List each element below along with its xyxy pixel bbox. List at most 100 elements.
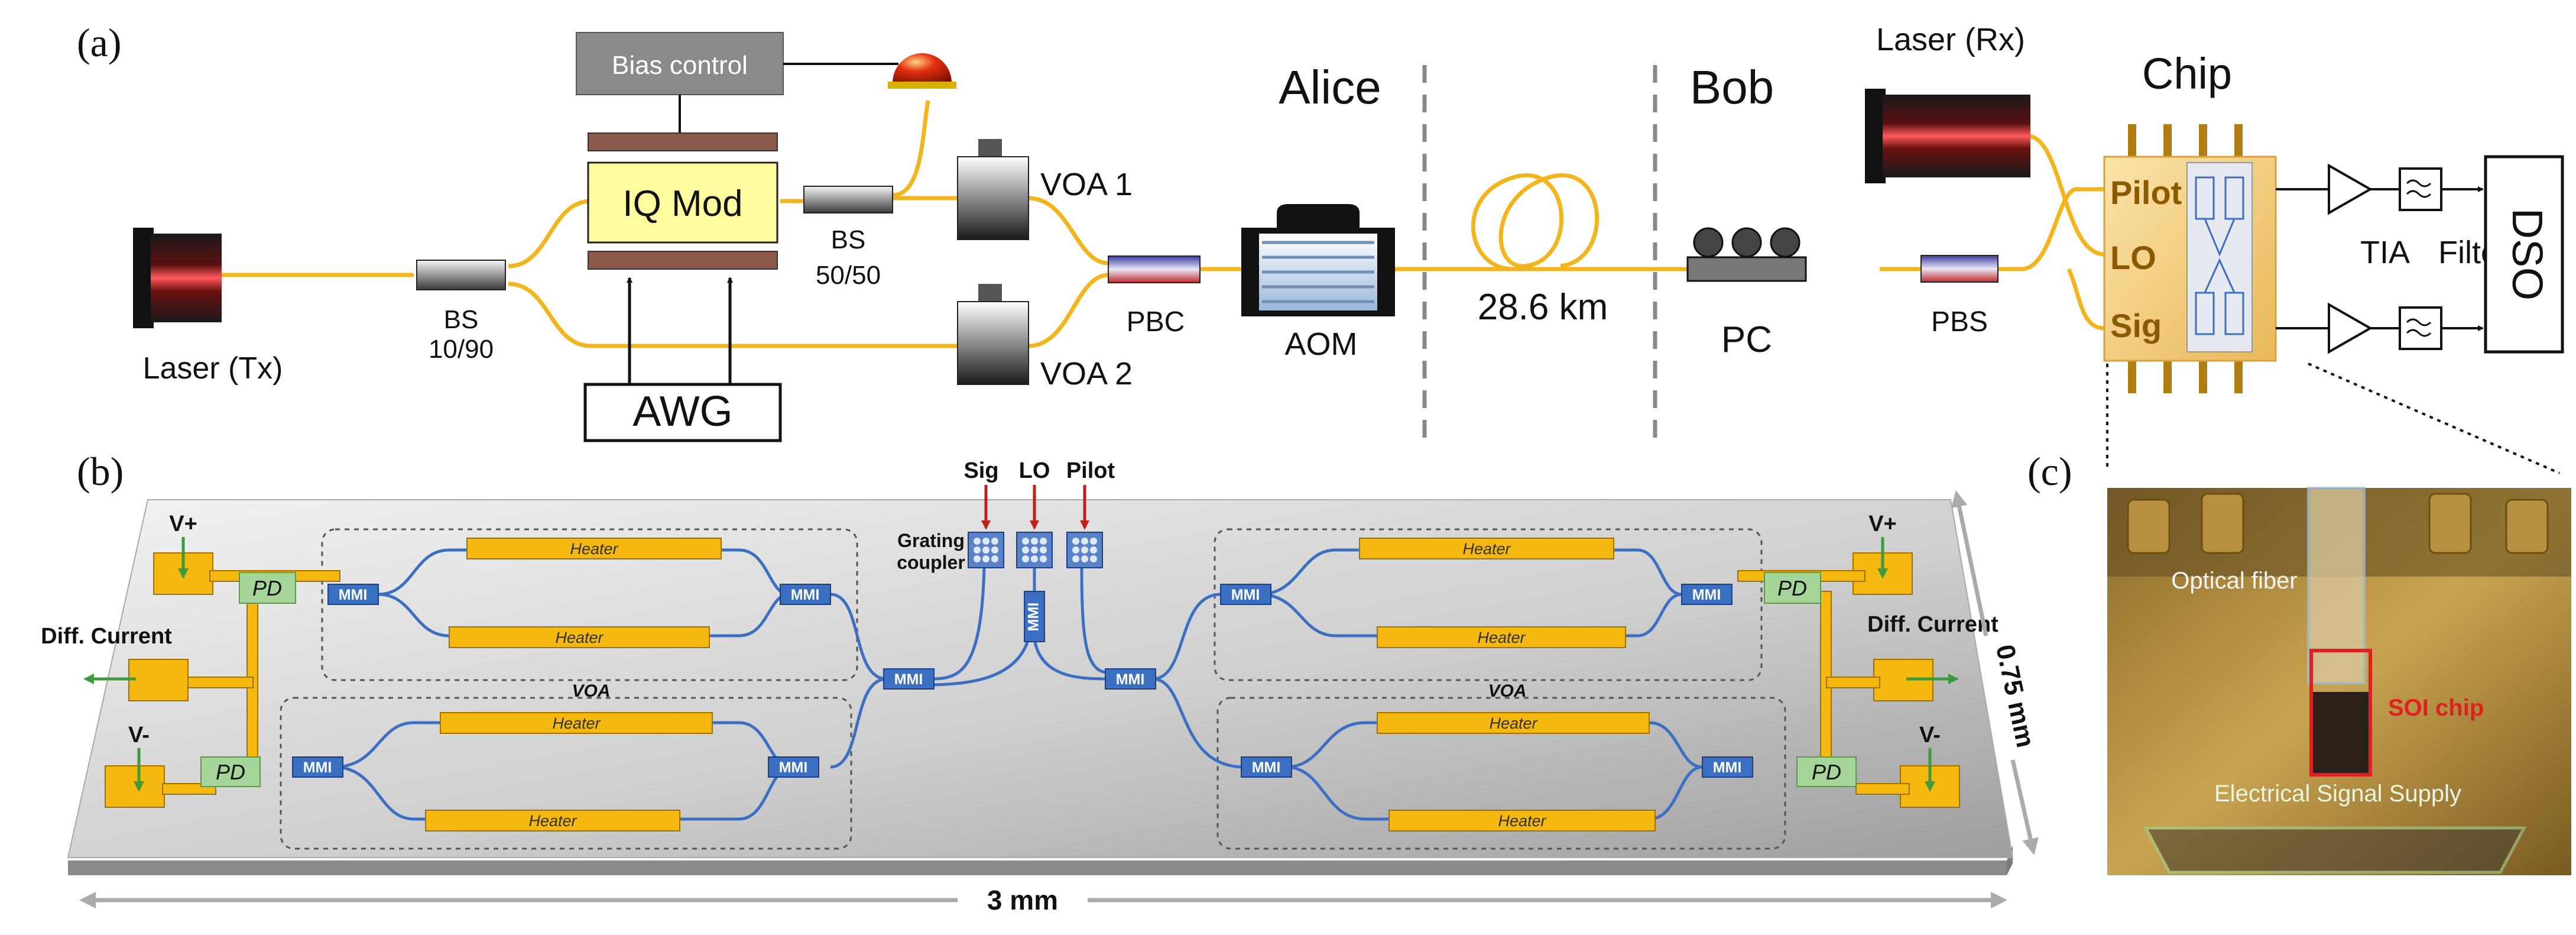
heater-label: Heater [528, 812, 577, 830]
mmi-label: MMI [1252, 759, 1281, 776]
electrical-supply-label: Electrical Signal Supply [2214, 781, 2461, 807]
height-arrow-down [2010, 759, 2039, 855]
heater-label: Heater [1498, 812, 1546, 830]
mmi-label: MMI [779, 759, 808, 776]
pd-top-left [239, 572, 296, 604]
pbs-icon [1920, 255, 1998, 283]
pd-label: PD [216, 760, 245, 784]
iq-mod-top-electrode [588, 132, 778, 151]
diff-current-right: Diff. Current [1867, 612, 1998, 637]
dso-label: DSO [2503, 208, 2551, 300]
heater-label: Heater [1489, 714, 1537, 732]
mmi-label: MMI [303, 759, 332, 776]
heater-label: Heater [552, 714, 601, 732]
pd-label: PD [1777, 576, 1807, 600]
voa1-label: VOA 1 [1040, 167, 1133, 202]
optical-fiber-label: Optical fiber [2171, 568, 2297, 594]
awg-box [583, 383, 782, 442]
filter-icons [2399, 167, 2442, 350]
bs-1090-icon [416, 260, 506, 290]
heater-label: Heater [570, 540, 618, 558]
bob-label: Bob [1690, 61, 1774, 114]
laser-rx-icon [1865, 89, 2030, 183]
awg-label: AWG [632, 388, 732, 435]
heater-labels: Heater Heater Heater Heater Heater Heate… [528, 540, 1546, 830]
mmi-blocks [292, 584, 1753, 778]
chip-title: Chip [2142, 49, 2232, 98]
iq-mod-bottom-electrode [588, 251, 778, 270]
mmi-label: MMI [791, 587, 820, 603]
bias-control-label: Bias control [612, 51, 748, 80]
mmi-label: MMI [1692, 587, 1721, 603]
chip-port-sig: Sig [2110, 307, 2162, 344]
pd-label: PD [252, 576, 282, 600]
fiber-length-label: 28.6 km [1478, 287, 1608, 328]
iq-mod-box [587, 161, 778, 244]
pc-label: PC [1721, 319, 1772, 360]
chip-package-icon [2103, 124, 2277, 393]
grating-coupler-label-2: coupler [897, 552, 965, 573]
fiber-paths [204, 100, 2105, 348]
panel-label-c: (c) [2027, 449, 2072, 494]
bs-1090-ratio: 10/90 [429, 335, 494, 364]
pd-top-right [1764, 572, 1821, 604]
bs-1090-name: BS [444, 305, 479, 334]
iq-mod-label: IQ Mod [622, 183, 742, 224]
pd-bottom-right [1796, 756, 1857, 787]
voa2-label: VOA 2 [1040, 356, 1133, 392]
laser-tx-icon [133, 228, 222, 328]
mmi-label: MMI [1713, 759, 1742, 776]
pbs-label: PBS [1931, 306, 1988, 338]
voa-label-left: VOA [572, 681, 610, 701]
pd-label: PD [1812, 760, 1841, 784]
mmi-label: MMI [1231, 587, 1260, 603]
bs-5050-icon [803, 186, 893, 213]
chip-photo [2107, 487, 2571, 875]
heater-label: Heater [1477, 629, 1526, 646]
grating-coupler-label-1: Grating [897, 530, 965, 551]
zoom-line-right [2308, 363, 2560, 474]
dso-box [2484, 155, 2564, 354]
input-pilot-label: Pilot [1066, 458, 1115, 483]
chip-port-pilot: Pilot [2110, 174, 2182, 211]
heater-label: Heater [1462, 540, 1511, 558]
mmi-label: MMI [339, 587, 368, 603]
chip-port-lo: LO [2110, 239, 2156, 276]
laser-rx-label: Laser (Rx) [1876, 22, 2025, 57]
panel-label-b: (b) [77, 449, 124, 494]
chip-slab [67, 499, 2014, 875]
v-minus-right: V- [1919, 723, 1941, 748]
bs-5050-ratio: 50/50 [816, 261, 881, 290]
mmi-label: MMI [1116, 671, 1145, 688]
tia-label: TIA [2360, 235, 2410, 270]
v-plus-right: V+ [1868, 512, 1897, 536]
tia-amplifiers [2276, 163, 2400, 354]
v-plus-left: V+ [169, 512, 197, 536]
aom-label: AOM [1284, 326, 1357, 362]
pc-icon [1686, 227, 1807, 282]
heater-label: Heater [555, 629, 604, 646]
pbc-icon [1108, 255, 1201, 283]
bs-5050-name: BS [831, 225, 866, 254]
mmi-label: MMI [1026, 603, 1042, 632]
photodetector-lamp-icon [888, 53, 956, 89]
voa-dotted-regions [280, 528, 1786, 850]
width-label: 3 mm [987, 885, 1058, 915]
alice-label: Alice [1279, 61, 1381, 114]
panel-label-a: (a) [77, 20, 121, 65]
height-arrow-up [1951, 490, 1988, 636]
heaters [425, 538, 1656, 832]
aom-icon [1241, 204, 1395, 316]
voa2-icon [957, 284, 1029, 385]
pd-bottom-left [200, 756, 261, 787]
pbc-label: PBC [1127, 306, 1185, 338]
v-minus-left: V- [128, 723, 150, 748]
laser-tx-label: Laser (Tx) [143, 351, 283, 386]
soi-chip-label: SOI chip [2388, 695, 2484, 721]
input-lo-label: LO [1019, 458, 1050, 483]
diff-current-left: Diff. Current [41, 624, 172, 649]
mmi-label: MMI [894, 671, 923, 688]
voa1-icon [957, 139, 1029, 240]
height-label: 0.75 mm [1990, 642, 2040, 750]
